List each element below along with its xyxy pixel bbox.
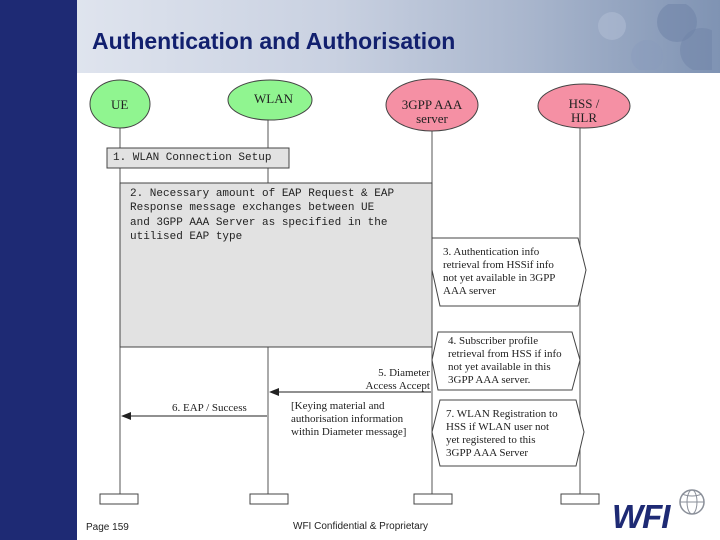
- step7-line: 7. WLAN Registration to: [446, 408, 558, 420]
- step4-line: 4. Subscriber profile: [448, 335, 539, 347]
- step5-arrowhead: [269, 388, 279, 396]
- step5-note-line: within Diameter message]: [291, 426, 407, 438]
- step3-line: retrieval from HSSif info: [443, 259, 554, 271]
- step3-line: 3. Authentication info: [443, 246, 540, 258]
- aaa-entity: [385, 78, 479, 132]
- step7-hexagon: [431, 399, 585, 467]
- hss-label-line1: HSS /: [568, 96, 600, 111]
- header-banner: [77, 0, 720, 73]
- page-number: Page 159: [86, 522, 129, 533]
- step6-arrowhead: [121, 412, 131, 420]
- step2-line: and 3GPP AAA Server as specified in the: [130, 217, 388, 229]
- step4-line: retrieval from HSS if info: [448, 348, 562, 360]
- step3-hexagon: [431, 237, 587, 307]
- step4-line: 3GPP AAA server.: [448, 374, 531, 386]
- step3-line: not yet available in 3GPP: [443, 272, 556, 284]
- ue-entity: [89, 79, 151, 129]
- step7-line: HSS if WLAN user not: [446, 421, 550, 433]
- keypad-decoration: [598, 4, 712, 70]
- step7-line: yet registered to this: [446, 434, 536, 446]
- aaa-label-line1: 3GPP AAA: [401, 97, 463, 112]
- step4-hexagon: [431, 331, 581, 391]
- step2-box: [119, 182, 433, 348]
- left-sidebar-band: [0, 0, 77, 540]
- step2-line: Response message exchanges between UE: [130, 202, 375, 214]
- confidential-notice: WFI Confidential & Proprietary: [293, 521, 429, 532]
- step5-note-line: authorisation information: [291, 413, 404, 425]
- ue-label: UE: [111, 97, 129, 112]
- hss-lifeline-end: [560, 493, 600, 505]
- wlan-label: WLAN: [254, 91, 293, 106]
- step3-line: AAA server: [443, 285, 496, 297]
- step5-label-line1: 5. Diameter: [378, 367, 430, 379]
- step1-box: [106, 147, 290, 169]
- hss-label-line2: HLR: [571, 110, 597, 125]
- step2-line: 2. Necessary amount of EAP Request & EAP: [130, 188, 395, 200]
- wfi-logo: WFI: [612, 488, 712, 536]
- hss-entity: [537, 83, 631, 129]
- step7-line: 3GPP AAA Server: [446, 447, 529, 459]
- step2-line: utilised EAP type: [130, 231, 243, 243]
- step5-note-line: [Keying material and: [291, 400, 385, 412]
- step6-label: 6. EAP / Success: [172, 402, 247, 414]
- wlan-lifeline-end: [249, 493, 289, 505]
- logo-wordmark: WFI: [612, 498, 670, 535]
- globe-icon: [679, 489, 705, 515]
- step4-line: not yet available in this: [448, 361, 551, 373]
- step5-label-line2: Access Accept: [365, 380, 430, 392]
- step1-label: 1. WLAN Connection Setup: [113, 152, 272, 164]
- aaa-label-line2: server: [416, 111, 448, 126]
- ue-lifeline-end: [99, 493, 139, 505]
- wlan-entity: [227, 79, 313, 121]
- page-title: Authentication and Authorisation: [92, 28, 456, 54]
- aaa-lifeline-end: [413, 493, 453, 505]
